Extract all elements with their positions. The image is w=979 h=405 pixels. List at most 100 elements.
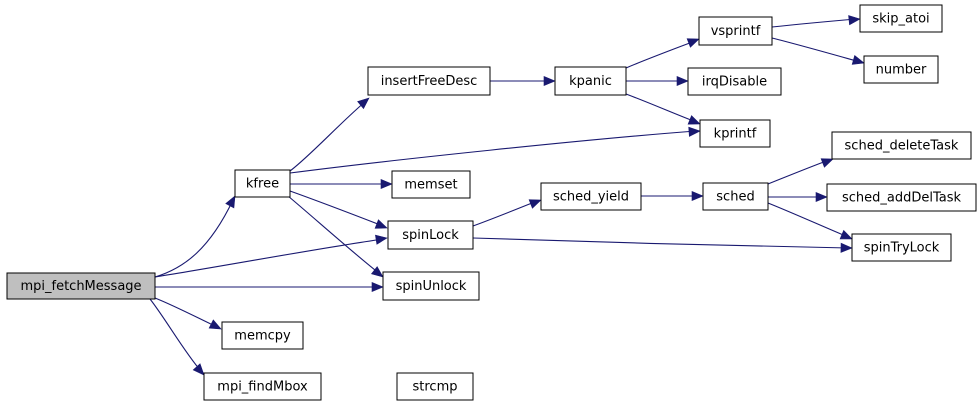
node-insertFreeDesc[interactable]: insertFreeDesc [367,66,491,96]
edge-mpi_fetchMessage-to-spinLock [154,234,388,278]
node-rect[interactable] [367,66,491,96]
node-rect[interactable] [859,4,943,33]
edge-line [154,238,384,278]
edge-sched-to-sched_deleteTask [767,158,834,185]
edge-kpanic-to-vsprintf [625,38,700,69]
edge-line [287,195,381,275]
edge-line [154,297,218,328]
node-mpi_findMbox[interactable]: mpi_findMbox [203,372,322,401]
node-rect[interactable] [382,271,480,301]
arrowhead-icon [687,115,701,125]
node-rect[interactable] [687,67,782,96]
edge-vsprintf-to-number [771,37,865,65]
node-kpanic[interactable]: kpanic [554,66,627,96]
arrowhead-icon [370,266,384,278]
node-vsprintf[interactable]: vsprintf [698,16,773,46]
node-strcmp[interactable]: strcmp [396,372,474,401]
edge-line [625,93,697,123]
edge-kfree-to-insertFreeDesc [289,97,370,172]
arrowhead-icon [192,363,205,376]
node-rect[interactable] [540,182,642,211]
edge-sched_yield-to-sched [641,190,704,202]
arrowhead-icon [380,178,393,190]
arrowhead-icon [686,38,700,48]
node-rect[interactable] [221,321,304,350]
node-label: sched_addDelTask [842,191,962,206]
node-irqDisable[interactable]: irqDisable [687,67,782,96]
node-label: spinTryLock [864,241,940,256]
node-label: sched_deleteTask [845,139,959,154]
arrowhead-icon [357,97,370,110]
edge-kpanic-to-kprintf [625,93,701,125]
edge-line [472,237,849,249]
edge-line [625,40,696,69]
node-rect[interactable] [387,220,474,250]
node-rect[interactable] [702,182,769,211]
arrowhead-icon [851,55,865,65]
node-rect[interactable] [851,233,952,262]
node-rect[interactable] [6,272,156,300]
edge-line [771,18,857,28]
node-rect[interactable] [554,66,627,96]
edge-spinLock-to-spinTryLock [472,237,853,253]
node-rect[interactable] [234,169,291,198]
node-sched_deleteTask[interactable]: sched_deleteTask [831,131,972,160]
edge-line [767,202,849,238]
node-rect[interactable] [698,16,773,46]
edge-line [289,130,697,174]
arrowhead-icon [688,126,701,137]
arrowhead-icon [374,219,388,229]
nodes-layer: mpi_fetchMessage kfree memcpy mpi_findMbox i… [6,4,977,401]
edge-mpi_fetchMessage-to-spinUnlock [155,281,384,293]
node-spinTryLock[interactable]: spinTryLock [851,233,952,262]
node-skip_atoi[interactable]: skip_atoi [859,4,943,33]
node-memset[interactable]: memset [391,170,471,199]
arrowhead-icon [820,158,834,168]
node-sched_yield[interactable]: sched_yield [540,182,642,211]
node-rect[interactable] [396,372,474,401]
node-label: kprintf [714,127,757,142]
node-number[interactable]: number [863,55,939,84]
edge-line [767,159,830,185]
node-label: kpanic [569,74,612,89]
edge-line [289,100,367,172]
node-kprintf[interactable]: kprintf [699,119,771,148]
node-rect[interactable] [831,131,972,160]
node-rect[interactable] [699,119,771,148]
edge-line [289,190,384,227]
node-label: mpi_findMbox [217,380,308,395]
edge-sched-to-spinTryLock [767,202,853,240]
edge-line [154,199,234,278]
edge-mpi_fetchMessage-to-mpi_findMbox [149,298,205,376]
edge-kfree-to-spinUnlock [287,195,384,278]
edge-sched-to-sched_addDelTask [768,191,828,203]
edge-vsprintf-to-skip_atoi [771,15,861,28]
edge-kfree-to-memset [290,178,393,190]
node-kfree[interactable]: kfree [234,169,291,198]
node-rect[interactable] [826,183,977,212]
node-rect[interactable] [863,55,939,84]
node-mpi_fetchMessage[interactable]: mpi_fetchMessage [6,272,156,300]
node-label: spinLock [402,228,459,243]
edge-mpi_fetchMessage-to-memcpy [154,297,222,330]
node-label: mpi_fetchMessage [20,279,141,294]
node-label: sched_yield [553,190,629,205]
arrowhead-icon [371,281,384,293]
node-spinUnlock[interactable]: spinUnlock [382,271,480,301]
arrowhead-icon [543,75,556,87]
node-label: strcmp [413,380,458,395]
node-label: skip_atoi [872,12,929,27]
arrowhead-icon [815,191,828,203]
node-sched[interactable]: sched [702,182,769,211]
edge-spinLock-to-sched_yield [472,199,542,227]
edge-line [149,298,202,372]
node-spinLock[interactable]: spinLock [387,220,474,250]
node-label: sched [716,190,754,205]
node-rect[interactable] [391,170,471,199]
node-memcpy[interactable]: memcpy [221,321,304,350]
node-rect[interactable] [203,372,322,401]
node-sched_addDelTask[interactable]: sched_addDelTask [826,183,977,212]
arrowhead-icon [848,15,861,26]
